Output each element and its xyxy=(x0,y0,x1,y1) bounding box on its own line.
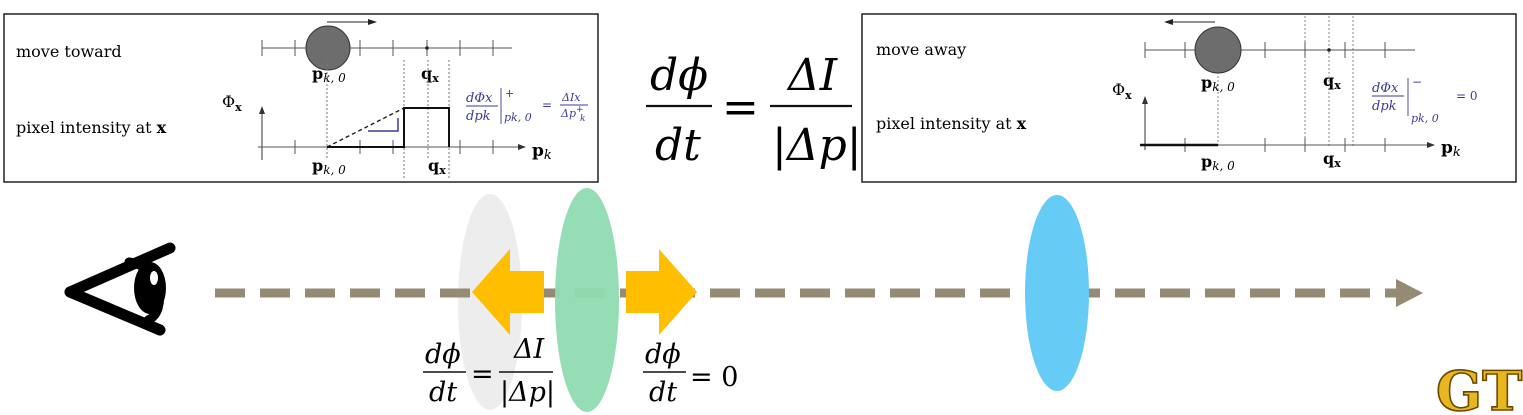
right-panel: move away pixel intensity at x pk, 0 qx … xyxy=(861,13,1517,183)
view-ray-head xyxy=(1396,279,1423,307)
center-equation: dϕ dt = ΔI |Δp| xyxy=(646,50,862,171)
bl-eq-eq: = xyxy=(471,359,494,390)
left-deriv-den: dpk xyxy=(466,109,491,124)
right-phi-label: Φx xyxy=(1112,80,1132,102)
svg-text:GT: GT xyxy=(1436,359,1522,415)
eye-icon xyxy=(64,242,176,336)
left-panel-frame xyxy=(3,13,599,183)
left-slope-line xyxy=(326,107,405,148)
right-deriv-num: dΦx xyxy=(1372,81,1399,96)
right-deriv-eval: pk, 0 xyxy=(1411,112,1439,125)
center-eq-num: dϕ xyxy=(650,50,708,101)
right-pk0-top: pk, 0 xyxy=(1201,73,1235,94)
left-move-arrow-head xyxy=(368,19,377,25)
left-q-top: qx xyxy=(421,64,439,85)
left-row2-label: pixel intensity at x xyxy=(16,118,167,137)
right-bottom-axis-head xyxy=(1427,142,1435,148)
left-row1-label: move toward xyxy=(16,42,122,61)
ellipse-blue xyxy=(1025,195,1089,391)
gt-logo-icon: GT xyxy=(1435,358,1523,415)
bl-eq-den: dt xyxy=(429,377,457,408)
left-deriv-eq: = xyxy=(542,98,552,112)
right-q-top: qx xyxy=(1323,71,1341,92)
left-pixel-circle xyxy=(305,25,351,71)
right-phi-axis-head xyxy=(1142,96,1148,104)
left-pk0-top: pk, 0 xyxy=(312,64,346,85)
left-pk-axis-label: pk xyxy=(532,141,552,163)
left-phi-axis-head xyxy=(259,106,265,114)
left-deriv-rhs-den: Δp+ xyxy=(560,105,584,120)
right-pk-axis-label: pk xyxy=(1441,138,1461,160)
left-bottom-axis-head xyxy=(518,144,526,150)
left-deriv-rhs-num: ΔIx xyxy=(561,91,581,104)
arrow-toward xyxy=(472,249,544,335)
left-panel: move toward pixel intensity at x pk, 0 q… xyxy=(3,13,599,183)
ellipse-green xyxy=(555,188,619,412)
center-eq-eq: = xyxy=(722,82,759,133)
bm-eq-rhs: = 0 xyxy=(690,362,738,393)
right-row2-label: pixel intensity at x xyxy=(876,114,1027,133)
left-derivative: dΦx dpk + pk, 0 = ΔIx Δp+ k xyxy=(466,87,588,124)
left-deriv-num: dΦx xyxy=(466,91,493,106)
right-panel-frame xyxy=(861,13,1517,183)
bm-eq-num: dϕ xyxy=(645,339,681,370)
right-deriv-den: dpk xyxy=(1372,99,1397,114)
right-q-dot xyxy=(1327,48,1331,52)
left-q-bottom: qx xyxy=(428,156,446,177)
right-pk0-bottom: pk, 0 xyxy=(1201,152,1235,173)
right-pixel-circle xyxy=(1194,26,1242,74)
bl-eq-num: dϕ xyxy=(425,339,461,370)
bottom-left-equation: dϕ dt = ΔI |Δp| xyxy=(423,334,555,408)
arrow-away xyxy=(626,249,697,335)
bl-eq-rhs-num: ΔI xyxy=(513,334,545,365)
left-slope-triangle xyxy=(368,118,399,132)
bottom-mid-equation: dϕ dt = 0 xyxy=(643,339,738,408)
right-deriv-rhs: = 0 xyxy=(1456,89,1478,103)
right-deriv-sup: − xyxy=(1412,75,1422,89)
left-deriv-eval: pk, 0 xyxy=(504,111,532,124)
bm-eq-den: dt xyxy=(649,377,677,408)
right-move-arrow-head xyxy=(1164,19,1173,25)
right-q-bottom: qx xyxy=(1323,149,1341,170)
left-deriv-sup: + xyxy=(505,87,514,100)
bl-eq-rhs-den: |Δp| xyxy=(500,377,555,408)
right-row1-label: move away xyxy=(876,40,966,59)
center-eq-den: dt xyxy=(655,120,701,171)
left-phi-label: Φx xyxy=(222,92,242,114)
right-derivative: dΦx dpk − pk, 0 = 0 xyxy=(1372,75,1478,125)
left-q-dot xyxy=(425,46,429,50)
right-dotted-guides xyxy=(1217,16,1354,146)
left-pk0-bottom: pk, 0 xyxy=(312,156,346,177)
left-deriv-rhs-sub: k xyxy=(580,114,585,124)
right-top-ticks xyxy=(1144,42,1386,58)
center-eq-rhs-den: |Δp| xyxy=(772,120,862,171)
center-eq-rhs-num: ΔI xyxy=(786,50,839,101)
